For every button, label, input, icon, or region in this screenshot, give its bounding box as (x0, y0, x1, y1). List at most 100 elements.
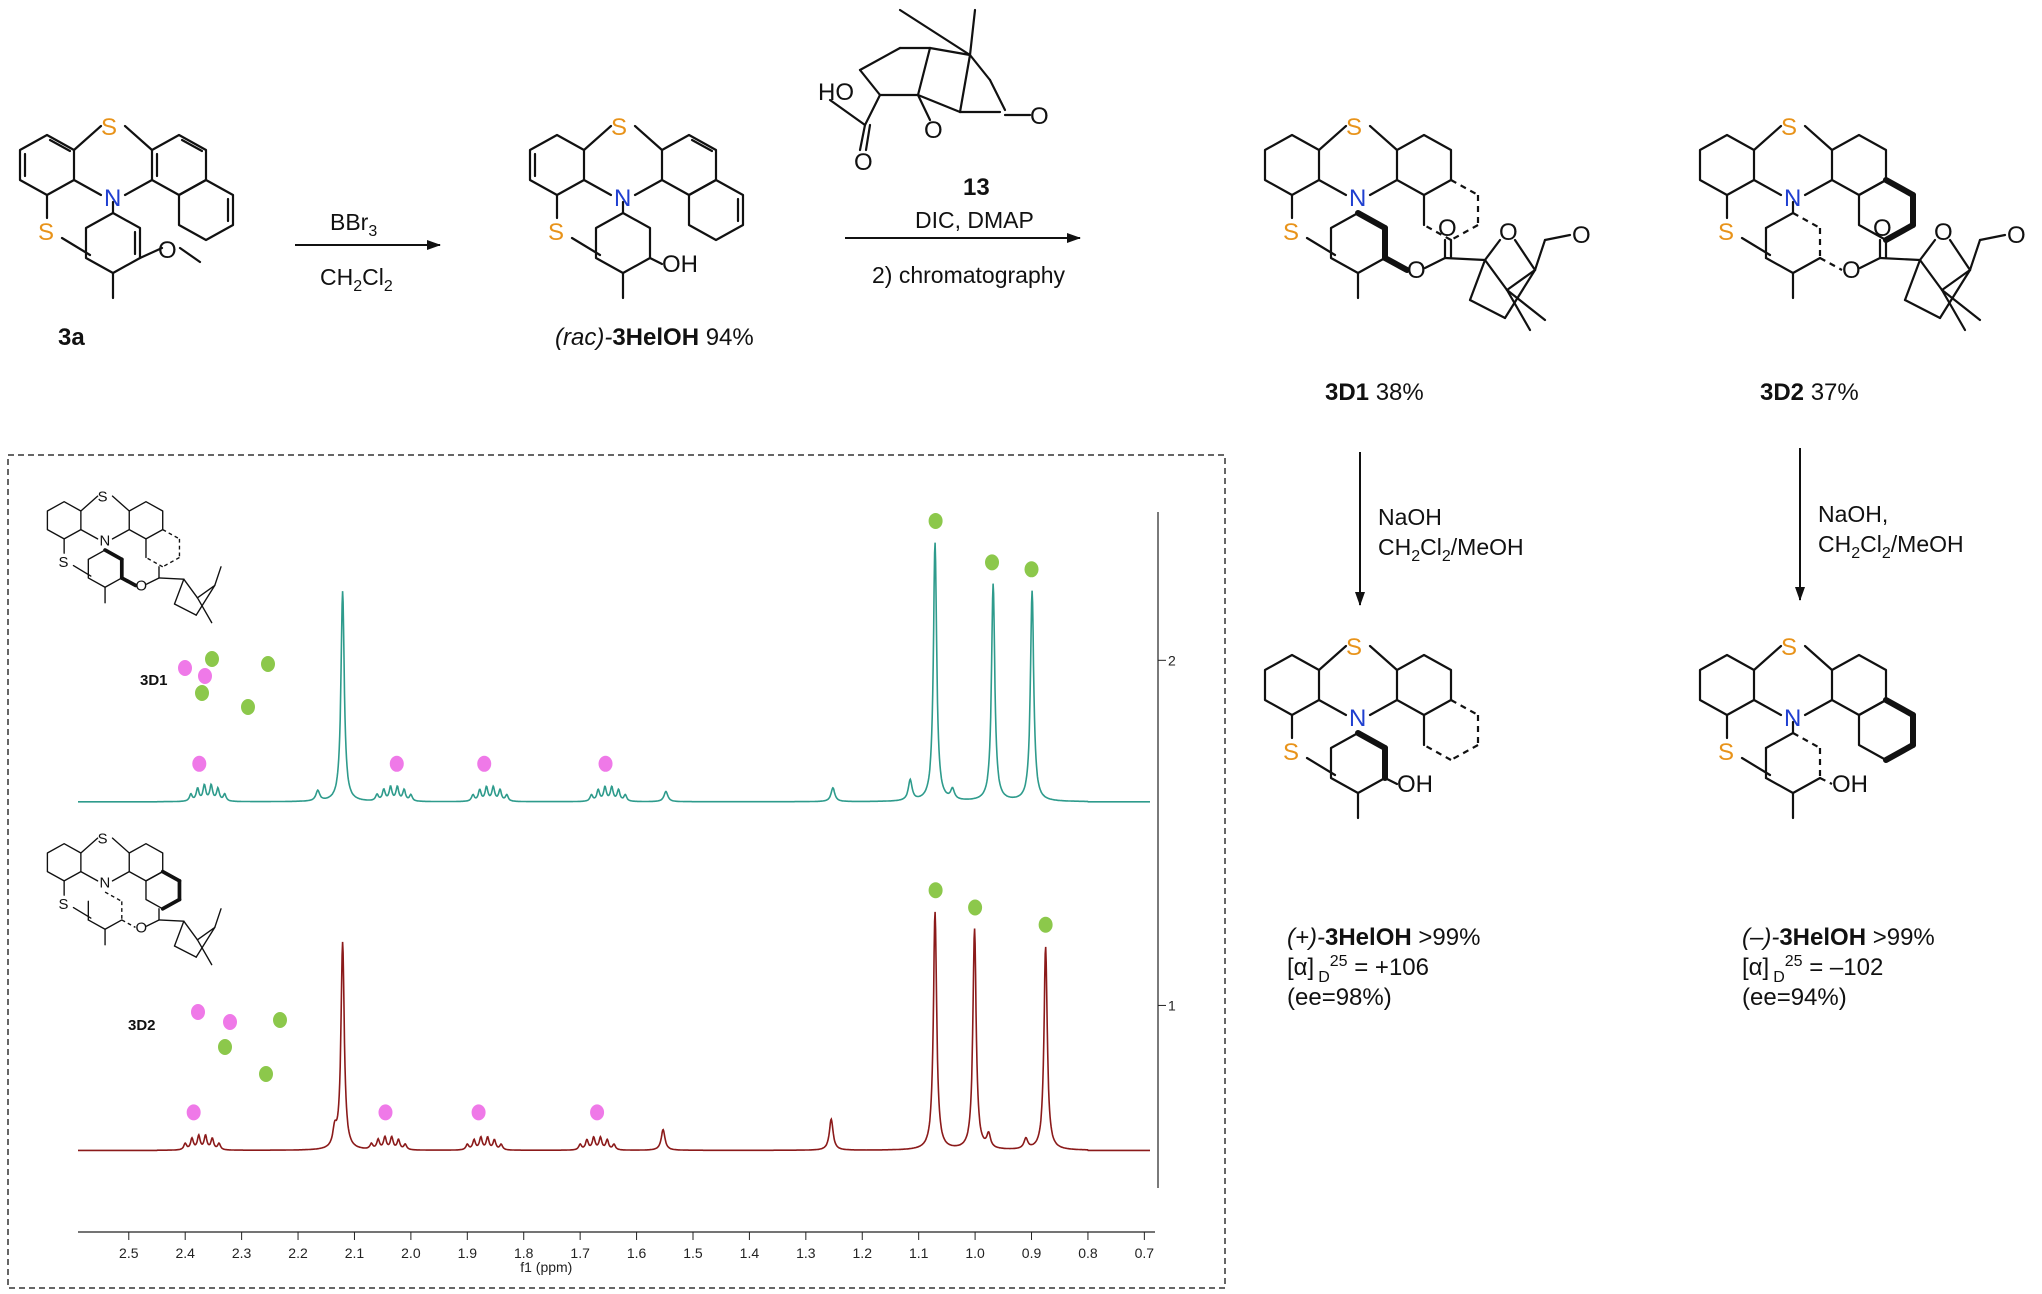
atom-o: O (1438, 215, 1457, 242)
atom-s: S (1283, 219, 1299, 246)
atom-o: O (1572, 222, 1591, 249)
marker-green (205, 651, 219, 667)
molecule-rac-3helol: S S N OH (528, 114, 745, 300)
atom-n: N (1784, 185, 1801, 212)
x-tick-label: 2.5 (119, 1245, 139, 1261)
x-tick-label: 0.7 (1135, 1245, 1155, 1261)
x-tick-label: 1.3 (796, 1245, 816, 1261)
atom-n: N (99, 534, 110, 550)
atom-n: N (1349, 705, 1366, 732)
cond-solvent-1: CH2Cl2/MeOH (1378, 534, 1524, 565)
x-axis-label: f1 (ppm) (520, 1259, 572, 1275)
peak-marker-green (928, 512, 943, 529)
label-3d1: 3D1 38% (1325, 379, 1424, 406)
nmr-trace-2 (78, 911, 1150, 1152)
atom-n: N (614, 185, 631, 212)
cond-bbr3: BBr3 (330, 209, 377, 240)
atom-n: N (104, 185, 121, 212)
x-tick-label: 1.4 (740, 1245, 760, 1261)
atom-s: S (1346, 114, 1362, 141)
cond-naoh-2: NaOH, (1818, 501, 1888, 527)
peak-marker-pink (186, 1104, 201, 1121)
molecule-3a: S S N O (18, 114, 235, 300)
marker-green (195, 685, 209, 701)
marker-green (273, 1012, 287, 1028)
atom-o: O (158, 237, 177, 264)
x-tick-label: 1.6 (627, 1245, 647, 1261)
label-rac-3helol: (rac)-3HelOH 94% (555, 324, 754, 351)
atom-s: S (59, 555, 69, 571)
x-tick-label: 1.2 (853, 1245, 873, 1261)
ee-minus: (ee=94%) (1742, 984, 1847, 1011)
x-tick-label: 1.8 (514, 1245, 534, 1261)
molecule-minus-3helol: S S N OH (1698, 634, 1916, 820)
atom-s: S (101, 114, 117, 141)
cond-ch2cl2: CH2Cl2 (320, 264, 393, 295)
x-tick-label: 1.9 (458, 1245, 478, 1261)
atom-s: S (548, 219, 564, 246)
marker-green (241, 699, 255, 715)
marker-pink (198, 668, 212, 684)
atom-s: S (1781, 114, 1797, 141)
atom-o: O (854, 149, 873, 176)
marker-pink (191, 1004, 205, 1020)
peak-marker-pink (192, 755, 207, 772)
atom-o: O (1407, 257, 1426, 284)
label-13: 13 (963, 174, 990, 201)
y-tick-label: 1 (1168, 997, 1176, 1013)
inset-structure-3d1: S S N O (46, 490, 222, 624)
peak-marker-pink (471, 1104, 486, 1121)
x-tick-label: 2.0 (401, 1245, 421, 1261)
x-tick-label: 2.2 (288, 1245, 308, 1261)
atom-o: O (1873, 215, 1892, 242)
molecule-3d1: S S N O O O O (1263, 114, 1591, 332)
atom-ho: HO (818, 79, 854, 106)
molecule-3d2: S S N O O O O (1698, 114, 2026, 332)
peak-marker-pink (598, 755, 613, 772)
label-3a: 3a (58, 324, 85, 351)
x-tick-label: 1.7 (570, 1245, 590, 1261)
atom-o: O (1499, 219, 1518, 246)
atom-n: N (1784, 705, 1801, 732)
peak-marker-green (928, 882, 943, 899)
marker-pink (178, 660, 192, 676)
x-tick-label: 2.3 (232, 1245, 252, 1261)
x-tick-label: 0.8 (1078, 1245, 1098, 1261)
atom-s: S (1346, 634, 1362, 661)
inset-label-3d1: 3D1 (140, 672, 168, 689)
atom-o: O (135, 578, 147, 594)
atom-s: S (38, 219, 54, 246)
inset-markers-3d1 (178, 651, 275, 715)
marker-green (259, 1066, 273, 1082)
atom-o: O (1934, 219, 1953, 246)
molecule-plus-3helol: S S N OH (1263, 634, 1480, 820)
cond-dic-dmap: DIC, DMAP (915, 207, 1034, 233)
peak-marker-pink (389, 755, 404, 772)
x-tick-label: 2.4 (175, 1245, 195, 1261)
peak-marker-pink (378, 1104, 393, 1121)
atom-o: O (135, 920, 147, 936)
marker-green (261, 656, 275, 672)
atom-o: O (2007, 222, 2026, 249)
x-tick-label: 0.9 (1022, 1245, 1042, 1261)
marker-pink (223, 1014, 237, 1030)
atom-s: S (611, 114, 627, 141)
label-plus-3helol: (+)-3HelOH >99% (1287, 924, 1480, 951)
x-tick-label: 1.0 (965, 1245, 985, 1261)
peak-marker-green (1024, 561, 1039, 578)
x-tick-label: 1.5 (683, 1245, 703, 1261)
inset-structure-3d2: S S N O (46, 832, 222, 966)
atom-s: S (1718, 739, 1734, 766)
atom-s: S (98, 832, 108, 848)
atom-o: O (924, 117, 943, 144)
nmr-inset-frame (7, 454, 1226, 1289)
atom-oh: OH (1832, 771, 1868, 798)
cond-solvent-2: CH2Cl2/MeOH (1818, 531, 1964, 562)
atom-s: S (98, 490, 108, 506)
rotation-minus: [α]D25 = –102 (1742, 953, 1883, 986)
y-tick-label: 2 (1168, 652, 1176, 668)
label-minus-3helol: (–)-3HelOH >99% (1742, 924, 1935, 951)
atom-s: S (1283, 739, 1299, 766)
